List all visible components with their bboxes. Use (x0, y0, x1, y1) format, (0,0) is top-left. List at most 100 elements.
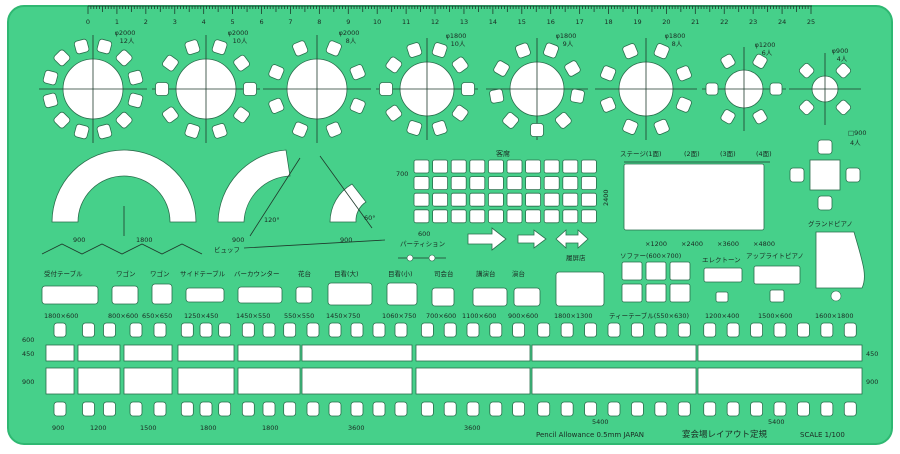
guest-seat (413, 159, 430, 174)
brand-text: Pencil Allowance 0.5mm JAPAN (536, 431, 644, 439)
round-table-size: φ1800 (556, 32, 577, 40)
ruler-label: 25 (807, 18, 815, 26)
furniture-name: 受付テーブル (44, 269, 83, 278)
long-table-chair (703, 401, 717, 417)
furniture-shape (472, 287, 508, 307)
guest-seat (413, 209, 430, 224)
furniture-name: 花台 (298, 269, 311, 278)
bottom-dim-7: 3600 (464, 424, 481, 432)
chair (379, 82, 393, 96)
long-table-chair (420, 401, 434, 417)
chair (184, 39, 201, 55)
ruler-label: 17 (575, 18, 583, 26)
guest-seat (506, 192, 523, 207)
furniture-shape (386, 282, 418, 306)
chair (349, 97, 366, 114)
guest-seat (450, 159, 467, 174)
chair (325, 121, 342, 138)
round-table-seats: 9人 (563, 40, 574, 48)
long-table-c4-r1 (237, 367, 301, 395)
guest-seat (562, 192, 579, 207)
chair (720, 109, 736, 125)
chair (675, 65, 692, 82)
guest-seat (525, 209, 541, 224)
chair (564, 60, 581, 77)
stage-view-2: (2面) (684, 150, 700, 158)
guest-seat (562, 176, 579, 191)
long-table-chair (537, 401, 551, 417)
guest-seat (450, 176, 467, 191)
guest-seat (487, 176, 504, 191)
chair (622, 43, 639, 60)
long-table-chair (773, 322, 787, 338)
long-table-chair (153, 401, 167, 417)
round-table-size: φ2000 (228, 29, 249, 37)
furniture-size: 1060×750 (382, 312, 416, 320)
square-table-900: □900 4人 (789, 129, 867, 211)
long-table-chair (394, 322, 408, 338)
long-table-chair (677, 322, 691, 338)
long-table-c8-r1 (697, 367, 863, 395)
furniture-name: 履屏店 (566, 253, 586, 262)
guest-seat (432, 159, 449, 174)
chair (451, 56, 469, 74)
guest-seat (525, 176, 541, 191)
long-table-chair (328, 322, 342, 338)
chair (73, 38, 90, 55)
furniture-name: 講演台 (476, 269, 496, 278)
long-table-chair (218, 401, 232, 417)
buffet-angle-1: 120° (264, 216, 280, 224)
chair (555, 112, 572, 129)
furniture-item-7: 目看(大)1450×750 (326, 269, 373, 320)
chair (543, 42, 559, 59)
chair (675, 96, 692, 113)
ruler-label: 2 (144, 18, 148, 26)
long-table-chair (489, 322, 503, 338)
guest-seat (450, 192, 467, 207)
stage-view-4: (4面) (756, 150, 772, 158)
furniture-name: 演台 (512, 269, 525, 278)
chair (42, 69, 59, 86)
stage-view-3: (3面) (720, 150, 736, 158)
guest-seat (469, 176, 486, 191)
long-table-chair (350, 322, 364, 338)
chair (835, 62, 852, 79)
ruler-label: 21 (691, 18, 699, 26)
sofa-label: ソファー(600×700) (620, 252, 681, 260)
chair (720, 53, 736, 69)
round-table-seats: 10人 (451, 40, 466, 48)
long-table-c1-r0 (77, 344, 121, 362)
chair (530, 123, 544, 137)
long-table-chair (820, 322, 834, 338)
guest-seats-dim-h: 700 (396, 170, 408, 178)
guest-seat (487, 192, 504, 207)
furniture-size: 550×550 (284, 312, 314, 320)
long-table-chair (726, 322, 740, 338)
long-table-chair (53, 322, 67, 338)
chair (292, 40, 309, 57)
ruler-label: 22 (720, 18, 728, 26)
guest-seat (469, 192, 486, 207)
square-table-seats: 4人 (850, 139, 861, 147)
guest-seat (562, 209, 579, 224)
chair (385, 104, 403, 122)
long-table-chair (843, 401, 857, 417)
ruler-label: 18 (604, 18, 612, 26)
chair (127, 92, 144, 109)
long-table-chair (820, 401, 834, 417)
long-table-chair (537, 322, 551, 338)
long-table-chair (797, 401, 810, 417)
ruler-label: 16 (547, 18, 555, 26)
long-table-chair (328, 401, 342, 417)
chair (42, 92, 59, 109)
long-table-chair (466, 401, 480, 417)
chair (53, 111, 71, 129)
round-table-seats: 6人 (762, 49, 773, 57)
